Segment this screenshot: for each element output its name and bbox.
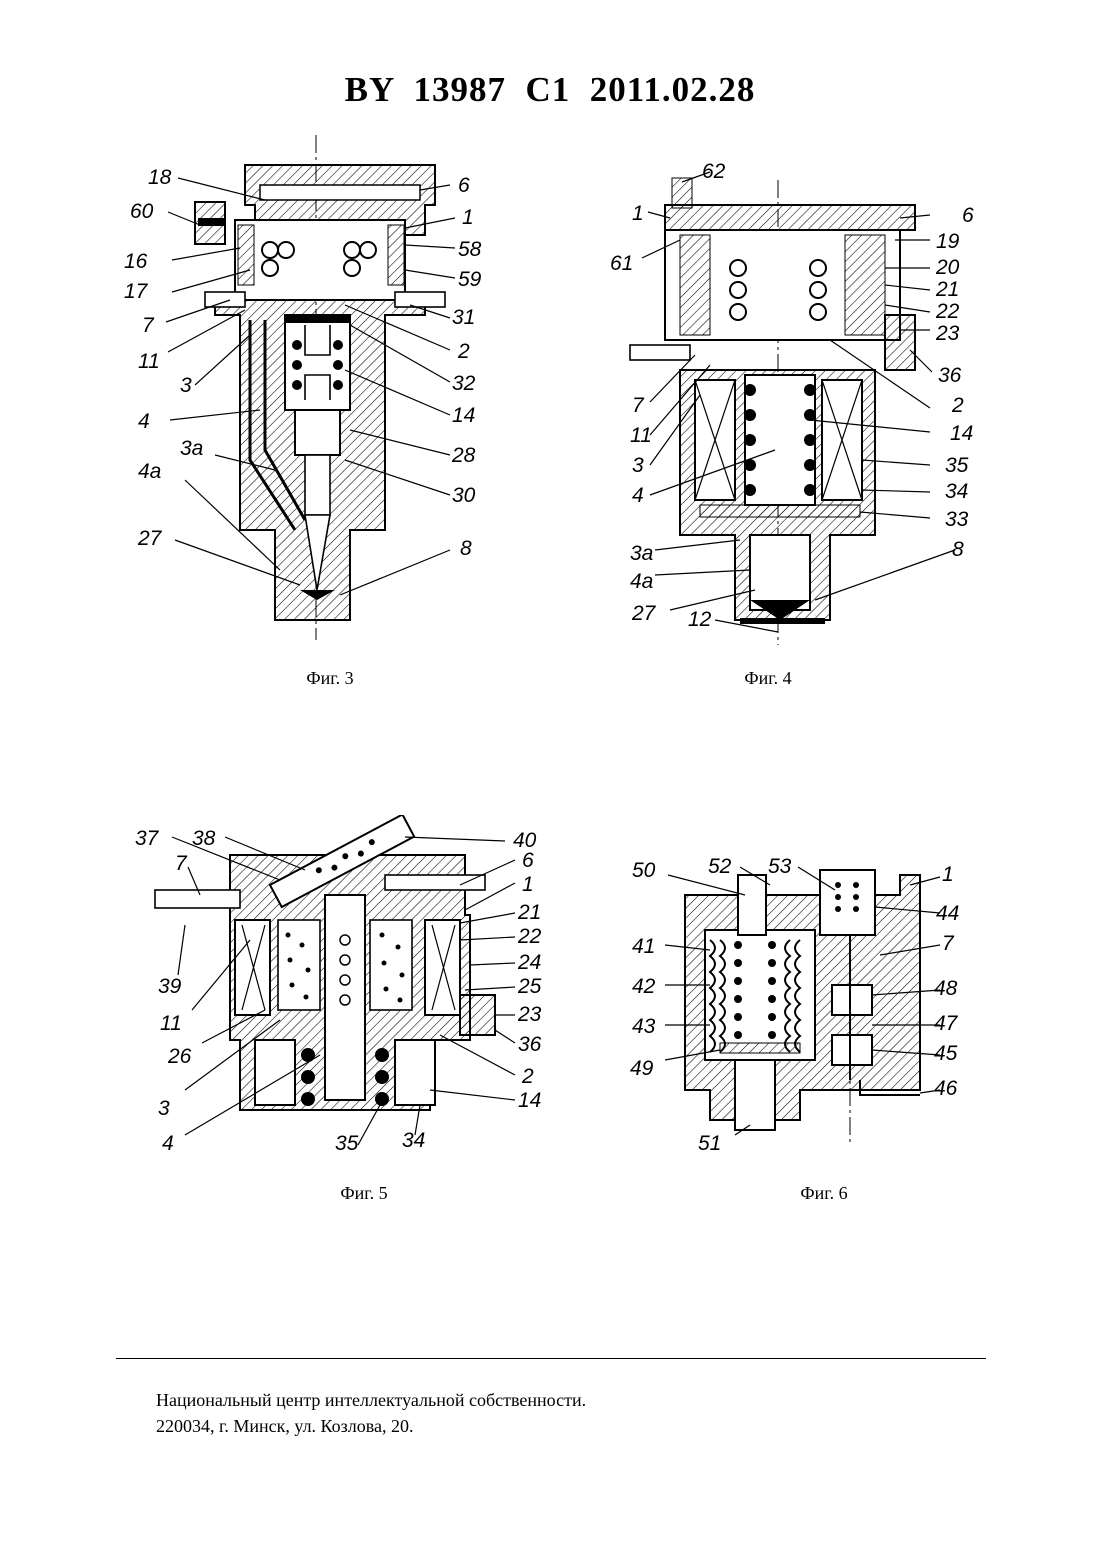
label-4a: 4a [138, 460, 161, 483]
figure-5-caption: Фиг. 5 [294, 1183, 434, 1204]
label-22: 22 [517, 925, 542, 948]
label-1: 1 [462, 206, 474, 229]
label-35: 35 [335, 1132, 359, 1155]
label-33: 33 [945, 508, 969, 531]
label-42: 42 [632, 975, 656, 998]
label-58: 58 [458, 238, 482, 261]
label-7: 7 [632, 394, 645, 417]
label-19: 19 [936, 230, 960, 253]
footer-divider [116, 1358, 986, 1359]
label-2: 2 [951, 394, 964, 417]
label-21: 21 [935, 278, 959, 301]
figure-5-drawing: 37 38 7 39 11 26 3 4 35 34 40 6 1 21 22 … [130, 815, 560, 1160]
label-3: 3 [158, 1097, 170, 1120]
label-36: 36 [518, 1033, 542, 1056]
label-6: 6 [458, 174, 470, 197]
label-4: 4 [632, 484, 644, 507]
label-48: 48 [934, 977, 958, 1000]
label-3: 3 [632, 454, 644, 477]
label-11: 11 [630, 424, 652, 447]
label-8: 8 [952, 538, 964, 561]
label-7: 7 [942, 932, 955, 955]
label-53: 53 [768, 855, 792, 878]
label-2: 2 [457, 340, 470, 363]
label-43: 43 [632, 1015, 656, 1038]
label-2: 2 [521, 1065, 534, 1088]
label-37: 37 [135, 827, 160, 850]
label-11: 11 [138, 350, 160, 373]
label-16: 16 [124, 250, 148, 273]
label-25: 25 [517, 975, 542, 998]
label-32: 32 [452, 372, 476, 395]
label-34: 34 [402, 1129, 425, 1152]
label-3a: 3a [630, 542, 653, 565]
label-27: 27 [137, 527, 163, 550]
figure-4-caption: Фиг. 4 [698, 668, 838, 689]
label-61: 61 [610, 252, 633, 275]
label-14: 14 [452, 404, 475, 427]
label-38: 38 [192, 827, 216, 850]
label-18: 18 [148, 166, 172, 189]
label-8: 8 [460, 537, 472, 560]
label-47: 47 [934, 1012, 959, 1035]
label-1: 1 [632, 202, 644, 225]
label-35: 35 [945, 454, 969, 477]
footer-address: 220034, г. Минск, ул. Козлова, 20. [156, 1416, 414, 1437]
label-23: 23 [517, 1003, 542, 1026]
label-11: 11 [160, 1012, 182, 1035]
label-51: 51 [698, 1132, 721, 1155]
label-62: 62 [702, 160, 726, 183]
label-60: 60 [130, 200, 154, 223]
footer-organization: Национальный центр интеллектуальной собс… [156, 1390, 586, 1411]
label-6: 6 [522, 849, 534, 872]
label-41: 41 [632, 935, 655, 958]
label-24: 24 [517, 951, 541, 974]
label-26: 26 [167, 1045, 192, 1068]
label-30: 30 [452, 484, 476, 507]
label-7: 7 [142, 314, 155, 337]
label-4: 4 [138, 410, 150, 433]
label-23: 23 [935, 322, 960, 345]
label-3a: 3a [180, 437, 203, 460]
label-50: 50 [632, 859, 656, 882]
figure-4-drawing: 62 1 61 7 11 3 4 3a 4a 27 12 6 19 20 21 … [600, 150, 1000, 650]
label-44: 44 [936, 902, 959, 925]
figure-6-caption: Фиг. 6 [754, 1183, 894, 1204]
label-27: 27 [631, 602, 657, 625]
label-14: 14 [950, 422, 973, 445]
label-31: 31 [452, 306, 475, 329]
label-4a: 4a [630, 570, 653, 593]
label-14: 14 [518, 1089, 541, 1112]
figure-3-drawing: 18 60 16 17 7 11 3 4 3a 4a 27 6 1 58 59 … [120, 130, 500, 650]
label-36: 36 [938, 364, 962, 387]
label-20: 20 [935, 256, 960, 279]
label-1: 1 [522, 873, 534, 896]
label-1: 1 [942, 863, 954, 886]
label-39: 39 [158, 975, 182, 998]
page-title: BY 13987 C1 2011.02.28 [0, 70, 1100, 110]
label-45: 45 [934, 1042, 958, 1065]
label-17: 17 [124, 280, 149, 303]
label-12: 12 [688, 608, 712, 631]
label-49: 49 [630, 1057, 654, 1080]
label-6: 6 [962, 204, 974, 227]
label-7: 7 [175, 852, 188, 875]
label-21: 21 [517, 901, 541, 924]
label-28: 28 [451, 444, 476, 467]
label-34: 34 [945, 480, 968, 503]
label-52: 52 [708, 855, 732, 878]
label-46: 46 [934, 1077, 958, 1100]
label-3: 3 [180, 374, 192, 397]
label-59: 59 [458, 268, 482, 291]
figure-6-drawing: 50 52 53 41 42 43 49 51 1 44 7 48 47 45 … [620, 845, 980, 1165]
label-4: 4 [162, 1132, 174, 1155]
figure-3-caption: Фиг. 3 [260, 668, 400, 689]
label-22: 22 [935, 300, 960, 323]
